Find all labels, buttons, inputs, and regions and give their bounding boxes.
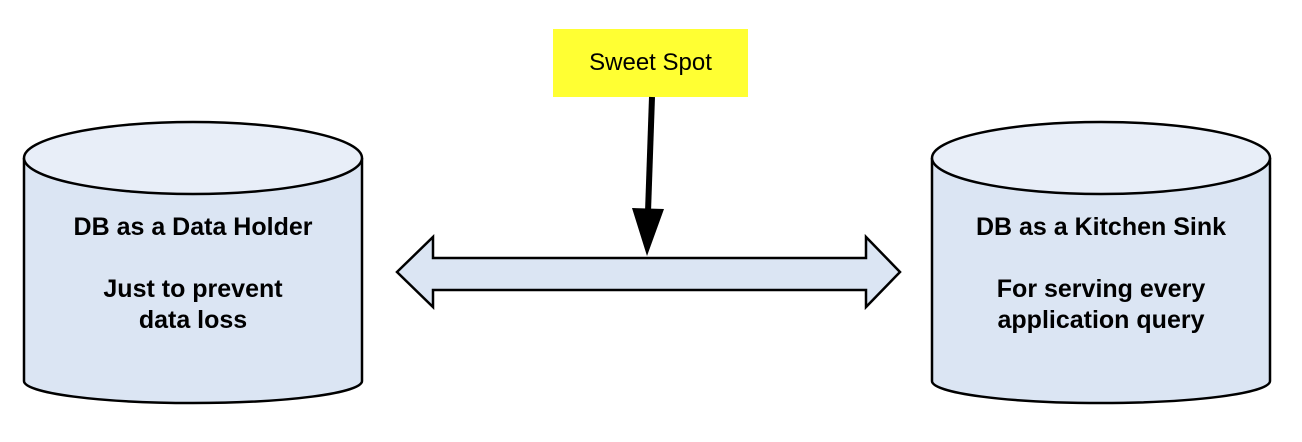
right-database-cylinder [930, 120, 1272, 405]
right-cylinder-body [930, 158, 1272, 405]
left-db-label: DB as a Data Holder Just to prevent data… [24, 212, 362, 336]
right-db-title: DB as a Kitchen Sink [975, 213, 1227, 241]
left-database-cylinder [22, 120, 364, 405]
left-cylinder-body [22, 158, 364, 405]
sweet-spot-note-box [553, 29, 748, 97]
right-db-label: DB as a Kitchen Sink For serving every a… [932, 212, 1270, 336]
right-cylinder-top [930, 120, 1272, 196]
sweet-spot-label: Sweet Spot [589, 49, 712, 76]
left-db-subtitle: Just to prevent data loss [103, 275, 283, 334]
left-cylinder-top [22, 120, 364, 196]
spectrum-double-arrow [395, 233, 902, 311]
right-db-subtitle: For serving every application query [996, 275, 1206, 334]
sweet-spot-pointer-arrow [632, 96, 664, 256]
left-db-title: DB as a Data Holder [73, 213, 313, 241]
